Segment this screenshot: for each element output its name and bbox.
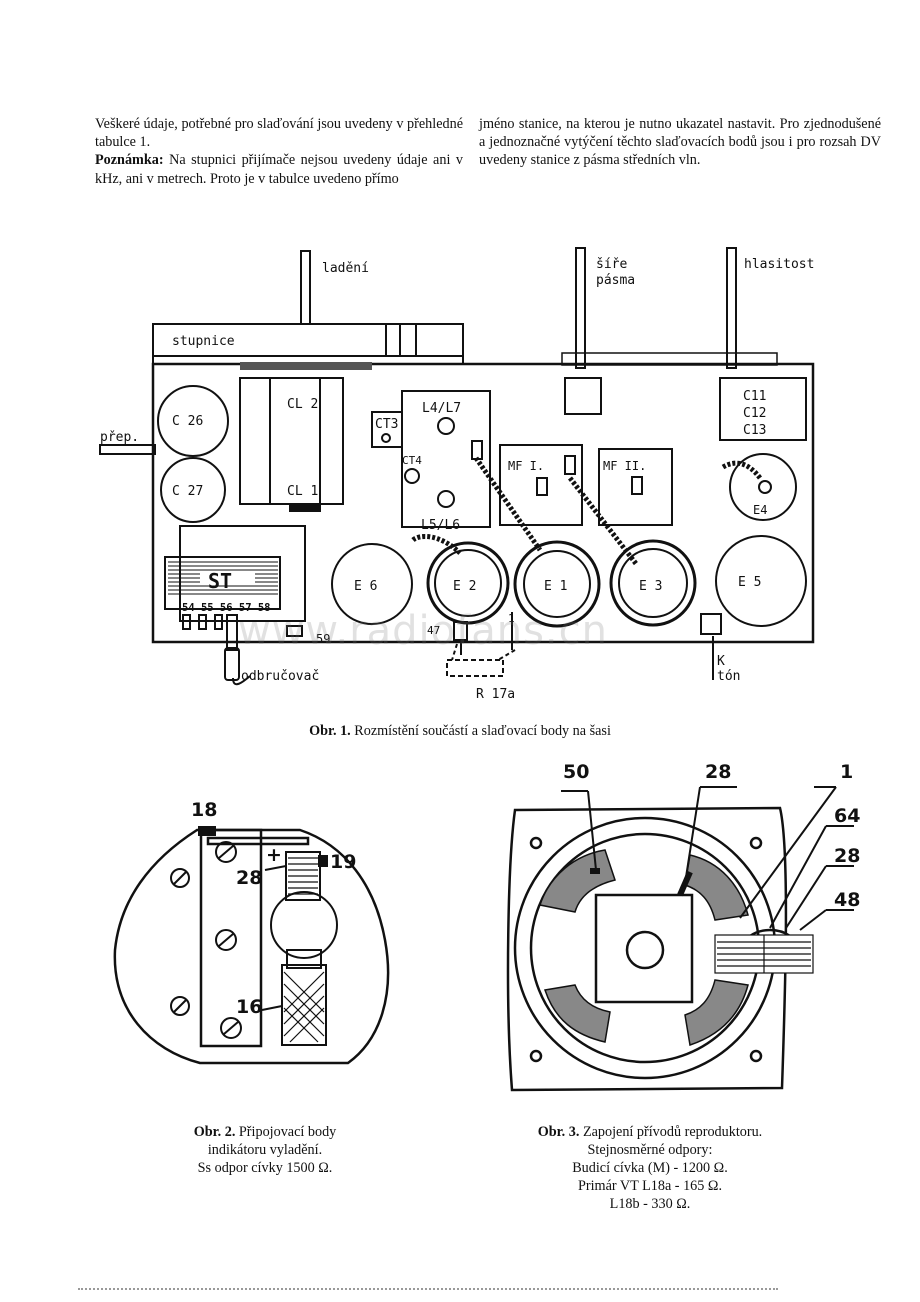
figure2-caption-number: Obr. 2. xyxy=(193,1124,236,1140)
figure2-caption: Obr. 2. Připojovací body indikátoru vyla… xyxy=(150,1123,380,1177)
paragraph-note: Poznámka: Na stupnici přijímače nejsou u… xyxy=(95,151,463,187)
label-n28a: 28 xyxy=(705,761,731,783)
indicator-diagram: 18 + 28 19 16 xyxy=(113,799,390,1065)
label-c11: C11 xyxy=(743,389,766,404)
left-text-column: Veškeré údaje, potřebné pro slaďování js… xyxy=(95,115,463,188)
label-n64: 64 xyxy=(834,805,860,827)
label-prep: přep. xyxy=(100,430,139,445)
note-text: Na stupnici přijímače nejsou uvedeny úda… xyxy=(95,152,463,187)
label-e6: E 6 xyxy=(354,579,377,594)
bottom-scan-noise xyxy=(78,1288,778,1292)
label-cl1: CL 1 xyxy=(287,484,318,499)
figure3-caption-number: Obr. 3. xyxy=(537,1124,580,1140)
label-e4: E4 xyxy=(753,503,767,517)
figure1-caption-text: Rozmístění součástí a slaďovací body na … xyxy=(350,723,611,739)
figure3-caption-line5: L18b - 330 Ω. xyxy=(609,1196,691,1212)
label-n1: 1 xyxy=(840,761,853,783)
label-c26: C 26 xyxy=(172,414,203,429)
figure3-caption-line1: Obr. 3. Zapojení přívodů reproduktoru. xyxy=(500,1123,800,1141)
label-e3: E 3 xyxy=(639,579,662,594)
label-plus: + xyxy=(266,844,282,866)
label-l4l7: L4/L7 xyxy=(422,401,461,416)
label-pin1: 1 xyxy=(508,612,515,625)
label-e5: E 5 xyxy=(738,575,761,590)
figure2-caption-line3: Ss odpor cívky 1500 Ω. xyxy=(197,1160,333,1176)
label-stupnice: stupnice xyxy=(172,334,235,349)
label-sire: šíře xyxy=(596,257,627,272)
paragraph-intro: Veškeré údaje, potřebné pro slaďování js… xyxy=(95,116,463,151)
label-ct4: CT4 xyxy=(402,454,422,467)
label-pin47: 47 xyxy=(427,624,440,637)
label-st: ST xyxy=(208,569,232,593)
figure3-caption: Obr. 3. Zapojení přívodů reproduktoru. S… xyxy=(500,1123,800,1213)
label-odbrucovac: odbručovač xyxy=(241,669,319,684)
paragraph-continuation: jméno stanice, na kterou je nutno ukazat… xyxy=(479,116,881,169)
figure2-caption-line1: Obr. 2. Připojovací body xyxy=(150,1123,380,1141)
label-e2: E 2 xyxy=(453,579,476,594)
label-ct3: CT3 xyxy=(375,417,398,432)
figure2-caption-line2: indikátoru vyladění. xyxy=(207,1142,323,1158)
label-r17a: R 17a xyxy=(476,687,515,702)
figure3-caption-line2: Stejnosměrné odpory: xyxy=(587,1142,713,1158)
label-ladeni: ladění xyxy=(322,261,369,276)
figure3-caption-line1-text: Zapojení přívodů reproduktoru. xyxy=(579,1124,763,1140)
label-hlasitost: hlasitost xyxy=(744,257,814,272)
label-pasma: pásma xyxy=(596,273,635,288)
loudspeaker-diagram: 50 28 1 64 28 48 xyxy=(506,761,860,1092)
figure2-caption-line1-text: Připojovací body xyxy=(235,1124,337,1140)
label-ton: tón xyxy=(717,669,740,684)
label-c12: C12 xyxy=(743,406,766,421)
figure1-caption: Obr. 1. Rozmístění součástí a slaďovací … xyxy=(160,722,760,740)
label-n48: 48 xyxy=(834,889,860,911)
watermark: www.radiofans.cn xyxy=(238,608,608,654)
label-e1: E 1 xyxy=(544,579,567,594)
label-st-pins: 54 55 56 57 58 xyxy=(182,602,271,614)
label-l5l6: L5/L6 xyxy=(421,518,460,533)
label-c13: C13 xyxy=(743,423,766,438)
label-mf1: MF I. xyxy=(508,459,544,473)
figure3-caption-line4: Primár VT L18a - 165 Ω. xyxy=(578,1178,722,1194)
label-pin59: 59 xyxy=(316,632,330,646)
label-n16: 16 xyxy=(236,996,262,1018)
note-label: Poznámka: xyxy=(95,152,164,169)
label-n28: 28 xyxy=(236,867,262,889)
label-n19: 19 xyxy=(330,851,356,873)
figure1-caption-number: Obr. 1. xyxy=(309,723,351,739)
label-n28b: 28 xyxy=(834,845,860,867)
label-k: K xyxy=(717,654,725,669)
right-text-column: jméno stanice, na kterou je nutno ukazat… xyxy=(479,115,881,170)
label-c27: C 27 xyxy=(172,484,203,499)
figure3-caption-line3: Budicí cívka (M) - 1200 Ω. xyxy=(572,1160,728,1176)
label-n50: 50 xyxy=(563,761,589,783)
label-n18: 18 xyxy=(191,799,217,821)
label-cl2: CL 2 xyxy=(287,397,318,412)
chassis-diagram: ladění šíře pásma hlasitost stupnice pře… xyxy=(99,247,814,702)
label-mf2: MF II. xyxy=(603,459,646,473)
